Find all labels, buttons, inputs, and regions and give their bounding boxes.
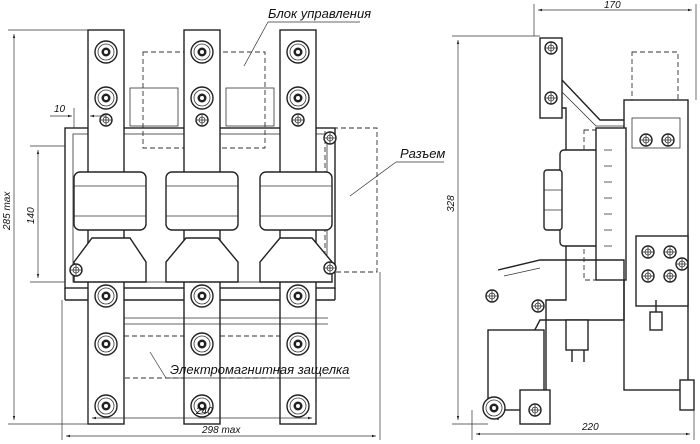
dim-285-max: 285 max (2, 191, 13, 231)
leader-connector (349, 161, 397, 197)
label-control-block: Блок управления (268, 6, 371, 21)
side-view (452, 4, 697, 440)
dim-220: 220 (581, 422, 599, 433)
pole-3 (259, 29, 333, 425)
dim-328: 328 (446, 195, 457, 212)
side-dimensions (452, 4, 697, 440)
dim-240: 240 (195, 406, 213, 417)
pole-1 (73, 29, 147, 425)
leader-latch (149, 351, 167, 379)
dim-298-max: 298 max (201, 425, 241, 436)
dim-140: 140 (26, 207, 37, 224)
front-view (8, 21, 444, 440)
leader-control-block (243, 21, 269, 67)
dim-170: 170 (604, 0, 621, 11)
label-connector: Разъем (400, 146, 445, 161)
pole-2 (165, 29, 239, 425)
label-latch: Электромагнитная защелка (170, 362, 349, 377)
connector-outline (324, 127, 378, 273)
dim-10: 10 (54, 104, 66, 115)
front-dimensions (8, 29, 381, 440)
